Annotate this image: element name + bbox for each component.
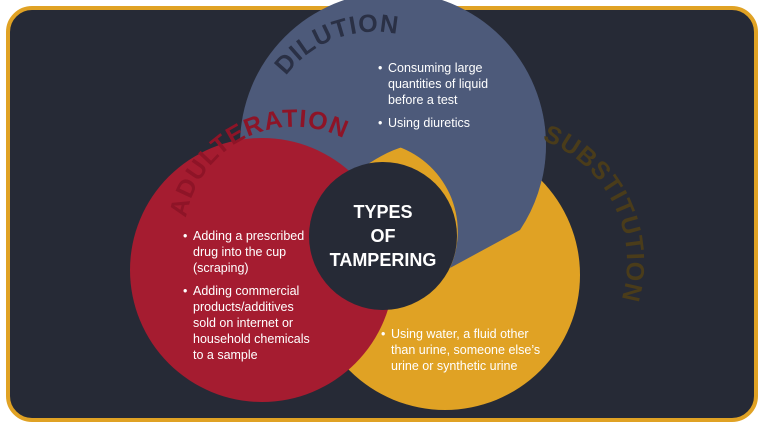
dilution-bullet: Using diuretics [378,115,498,131]
adulteration-bullet: Adding commercial products/additives sol… [183,283,315,363]
substitution-bullet: Using water, a fluid other than urine, s… [381,326,549,374]
center-title: TYPES OF TAMPERING [320,200,446,272]
center-title-line: TAMPERING [329,250,437,270]
center-hub [309,162,457,310]
adulteration-bullet: Adding a prescribed drug into the cup (s… [183,228,315,276]
center-title-line: TYPES [353,202,413,222]
adulteration-bullets: Adding a prescribed drug into the cup (s… [183,228,315,370]
substitution-bullets: Using water, a fluid other than urine, s… [381,326,549,381]
dilution-bullet: Consuming large quantities of liquid bef… [378,60,498,108]
dilution-bullets: Consuming large quantities of liquid bef… [378,60,498,138]
center-title-line: OF [370,226,396,246]
